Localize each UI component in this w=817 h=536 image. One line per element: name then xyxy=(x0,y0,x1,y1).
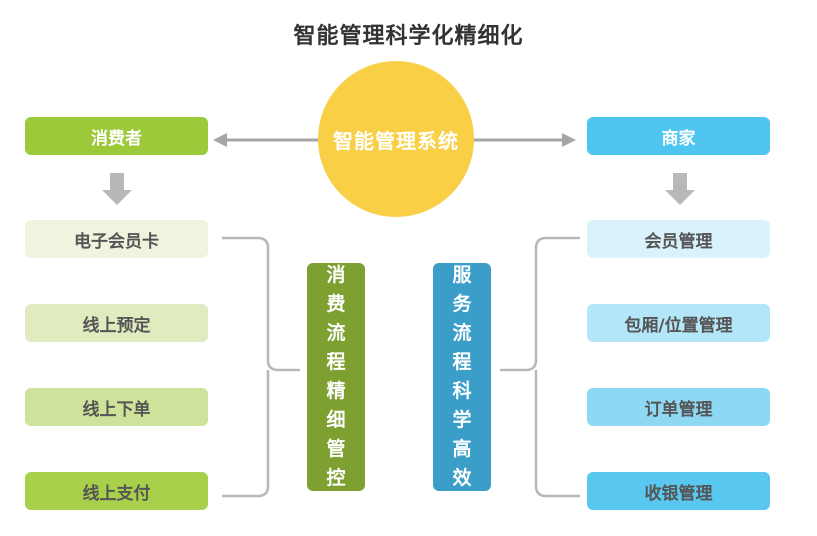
consumer-item-membership-card: 电子会员卡 xyxy=(25,220,208,258)
merchant-bracket xyxy=(500,236,580,498)
merchant-down-arrow xyxy=(665,173,695,205)
consumer-item-booking: 线上预定 xyxy=(25,304,208,342)
consumer-item-label: 电子会员卡 xyxy=(74,231,159,252)
merchant-item-label: 包厢/位置管理 xyxy=(624,315,733,336)
consumer-item-label: 线上下单 xyxy=(82,399,151,420)
merchant-header-label: 商家 xyxy=(661,128,696,149)
merchant-item-label: 订单管理 xyxy=(644,399,713,420)
merchant-summary-char: 服 xyxy=(452,264,472,286)
consumer-summary-char: 费 xyxy=(326,293,346,315)
center-system-circle: 智能管理系统 xyxy=(318,61,474,217)
merchant-summary-char: 学 xyxy=(452,409,472,431)
merchant-summary-char: 务 xyxy=(452,293,472,315)
merchant-header: 商家 xyxy=(587,117,770,155)
consumer-summary-char: 消 xyxy=(326,264,346,286)
merchant-summary-char: 流 xyxy=(452,322,472,344)
consumer-summary-char: 精 xyxy=(326,380,346,402)
consumer-summary-char: 管 xyxy=(326,438,346,460)
consumer-bracket xyxy=(222,236,300,498)
merchant-item-label: 收银管理 xyxy=(644,483,713,504)
consumer-summary-char: 控 xyxy=(326,467,346,489)
consumer-down-arrow xyxy=(102,173,132,205)
merchant-item-room-management: 包厢/位置管理 xyxy=(587,304,770,342)
diagram-title: 智能管理科学化精细化 xyxy=(293,24,524,49)
merchant-item-cashier-management: 收银管理 xyxy=(587,472,770,510)
consumer-summary-box: 消费流程精细管控 xyxy=(307,263,365,491)
merchant-item-member-management: 会员管理 xyxy=(587,220,770,258)
consumer-header: 消费者 xyxy=(25,117,208,155)
consumer-item-label: 线上预定 xyxy=(82,315,151,336)
consumer-summary-char: 流 xyxy=(326,322,346,344)
consumer-item-payment: 线上支付 xyxy=(25,472,208,510)
merchant-item-order-management: 订单管理 xyxy=(587,388,770,426)
consumer-item-label: 线上支付 xyxy=(82,483,151,504)
merchant-summary-char: 科 xyxy=(452,380,472,402)
consumer-item-ordering: 线上下单 xyxy=(25,388,208,426)
merchant-summary-box: 服务流程科学高效 xyxy=(433,263,491,491)
center-system-label: 智能管理系统 xyxy=(333,128,459,153)
merchant-item-label: 会员管理 xyxy=(644,231,713,252)
merchant-summary-char: 程 xyxy=(452,351,472,373)
consumer-header-label: 消费者 xyxy=(91,128,142,149)
consumer-summary-char: 细 xyxy=(326,409,346,431)
merchant-summary-char: 效 xyxy=(452,467,472,489)
merchant-summary-char: 高 xyxy=(452,438,472,460)
consumer-summary-char: 程 xyxy=(326,351,346,373)
